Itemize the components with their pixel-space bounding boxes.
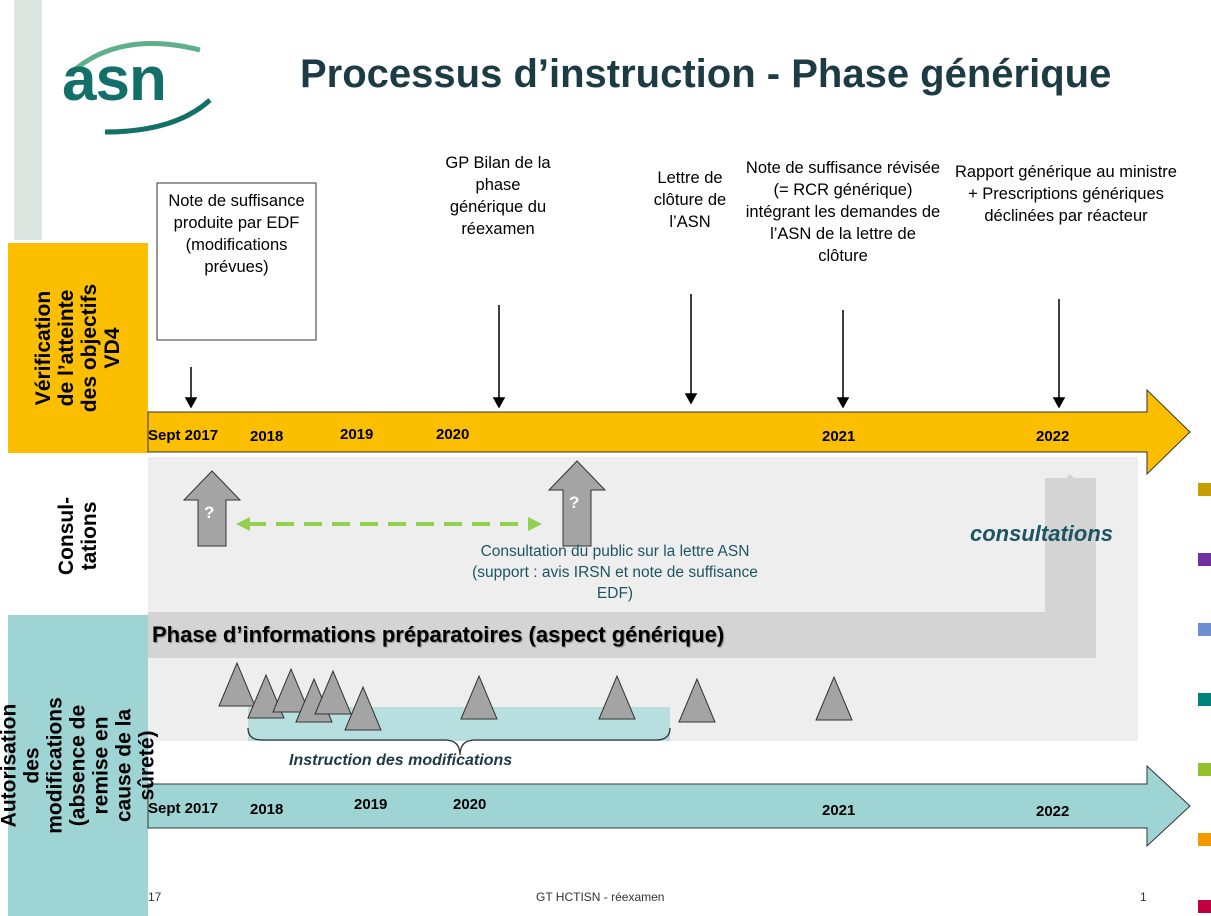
bottom-year-2022: 2022 (1036, 803, 1070, 820)
logo-swoosh-top (70, 41, 201, 74)
consultation-up-arrow-1 (182, 470, 242, 547)
milestone-triangle (678, 677, 716, 723)
event-lettre-cloture: Lettre de clôture de l’ASN (653, 169, 727, 231)
verification-timeline-arrow (147, 388, 1191, 476)
autorisation-cell (8, 615, 148, 916)
top-year-2022: 2022 (1036, 428, 1070, 445)
consultations-up-arrow-head (1045, 474, 1096, 500)
top-year-sept2017: Sept 2017 (148, 427, 219, 444)
milestone-triangle (344, 685, 382, 731)
consultations-label-text: Consul-tations (55, 496, 101, 576)
top-year-2018: 2018 (250, 428, 284, 445)
verification-label-text: Vérification de l’atteinte des objectifs… (32, 283, 124, 413)
top-year-2019: 2019 (340, 426, 374, 443)
question-mark-2: ? (569, 493, 580, 512)
bottom-year-2021: 2021 (822, 802, 856, 819)
footer-page-number: 1 (1140, 890, 1147, 904)
autorisation-row-label: Autorisation des modifications (absence … (0, 615, 159, 916)
consultations-cell (8, 457, 148, 615)
phase-info-bar (148, 478, 1096, 658)
milestone-triangle (815, 675, 853, 721)
footer-center: GT HCTISN - réexamen (536, 890, 665, 904)
asn-logo: asn (62, 45, 167, 114)
left-accent-bar (14, 0, 42, 240)
side-square-gold (1198, 483, 1211, 496)
milestone-triangle (460, 674, 498, 720)
page-title: Processus d’instruction - Phase génériqu… (300, 52, 1112, 96)
bottom-year-2019: 2019 (354, 796, 388, 813)
event-gp-bilan: GP Bilan de la phase générique du réexam… (445, 154, 551, 238)
bottom-year-sept2017: Sept 2017 (148, 800, 219, 817)
phase-info-label: Phase d’informations préparatoires (aspe… (152, 622, 725, 647)
milestone-triangles (218, 661, 853, 731)
top-year-2021: 2021 (822, 428, 856, 445)
side-square-blue (1198, 623, 1211, 636)
bottom-year-2018: 2018 (250, 801, 284, 818)
autorisation-label-text: Autorisation des modifications (absence … (0, 697, 159, 834)
event-note-edf: Note de suffisance produite par EDF (mod… (168, 192, 305, 276)
event-arrows (184, 294, 1066, 409)
public-consultation-text: Consultation du public sur la lettre ASN… (472, 543, 758, 602)
verification-cell (8, 243, 148, 453)
side-square-purple (1198, 553, 1211, 566)
event-note-revisee: Note de suffisance révisée (= RCR généri… (745, 159, 941, 265)
instruction-label: Instruction des modifications (289, 752, 513, 769)
consultation-up-arrow-2 (547, 460, 607, 547)
verification-row-label: Vérification de l’atteinte des objectifs… (8, 243, 148, 453)
logo-swoosh-bottom (104, 98, 212, 135)
footer-left: 17 (148, 890, 162, 904)
question-mark-1: ? (204, 503, 215, 522)
milestone-triangle (598, 674, 636, 720)
side-square-red (1198, 900, 1211, 913)
side-square-green (1198, 763, 1211, 776)
autorisation-timeline-arrow (147, 764, 1191, 848)
side-square-teal (1198, 693, 1211, 706)
bottom-year-2020: 2020 (453, 796, 487, 813)
instruction-brace (247, 727, 671, 756)
consultations-right-label: consultations (970, 521, 1114, 546)
milestone-triangle (272, 667, 310, 713)
note-edf-box (156, 182, 317, 341)
milestone-triangle (314, 669, 352, 715)
top-year-2020: 2020 (436, 426, 470, 443)
event-rapport: Rapport générique au ministre + Prescrip… (955, 163, 1177, 225)
side-square-orange (1198, 833, 1211, 846)
consultations-row-label: Consul-tations (8, 457, 148, 615)
milestone-triangle (218, 661, 256, 707)
